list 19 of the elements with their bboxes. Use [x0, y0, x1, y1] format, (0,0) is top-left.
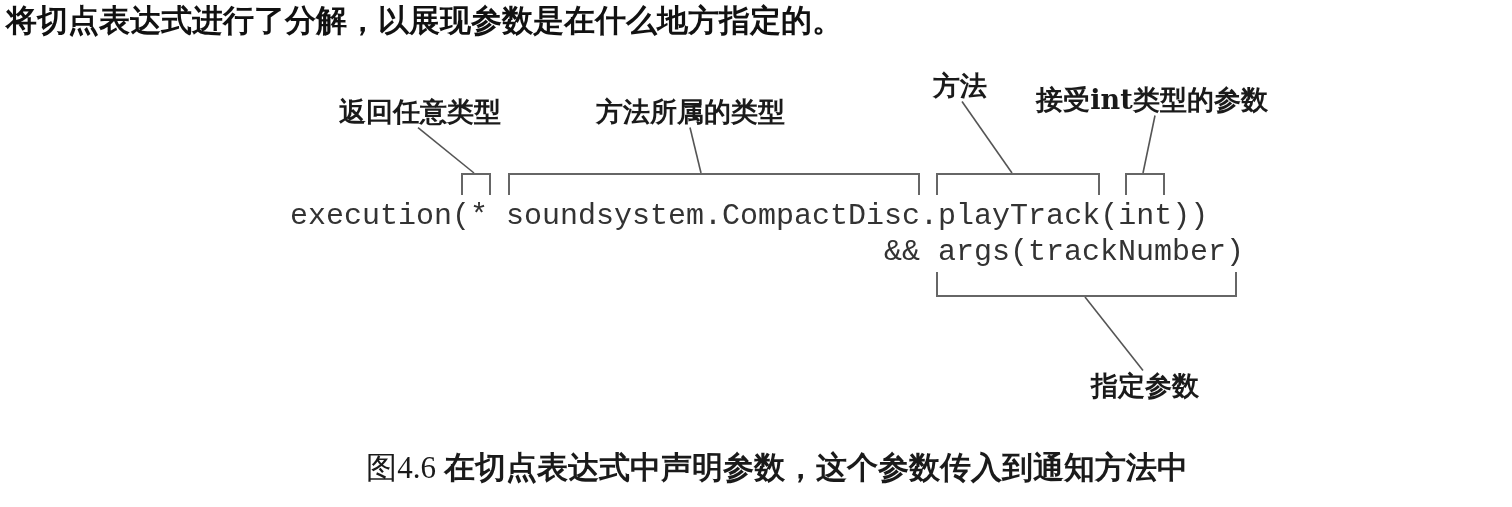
bracket	[461, 173, 491, 195]
annotation-label: 方法	[933, 70, 987, 102]
figure-caption: 图4.6 在切点表达式中声明参数，这个参数传入到通知方法中	[366, 450, 1188, 486]
annotation-label: 方法所属的类型	[595, 96, 785, 128]
code-line: && args(trackNumber)	[884, 236, 1245, 268]
leader-line	[1142, 114, 1156, 174]
body-text: 将切点表达式进行了分解，以展现参数是在什么地方指定的。	[6, 2, 843, 38]
bracket	[508, 173, 920, 195]
bracket	[1125, 173, 1165, 195]
leader-line	[1084, 296, 1144, 372]
annotation-label: 接受int类型的参数	[1036, 84, 1268, 116]
leader-line	[417, 126, 475, 174]
leader-line	[689, 126, 702, 174]
annotation-label: 返回任意类型	[339, 96, 501, 128]
code-line: execution(* soundsystem.CompactDisc.playTrack(int))	[290, 200, 1209, 232]
leader-line	[961, 100, 1013, 174]
bracket	[936, 173, 1100, 195]
annotation-label: 指定参数	[1091, 370, 1199, 402]
bracket	[936, 272, 1237, 297]
